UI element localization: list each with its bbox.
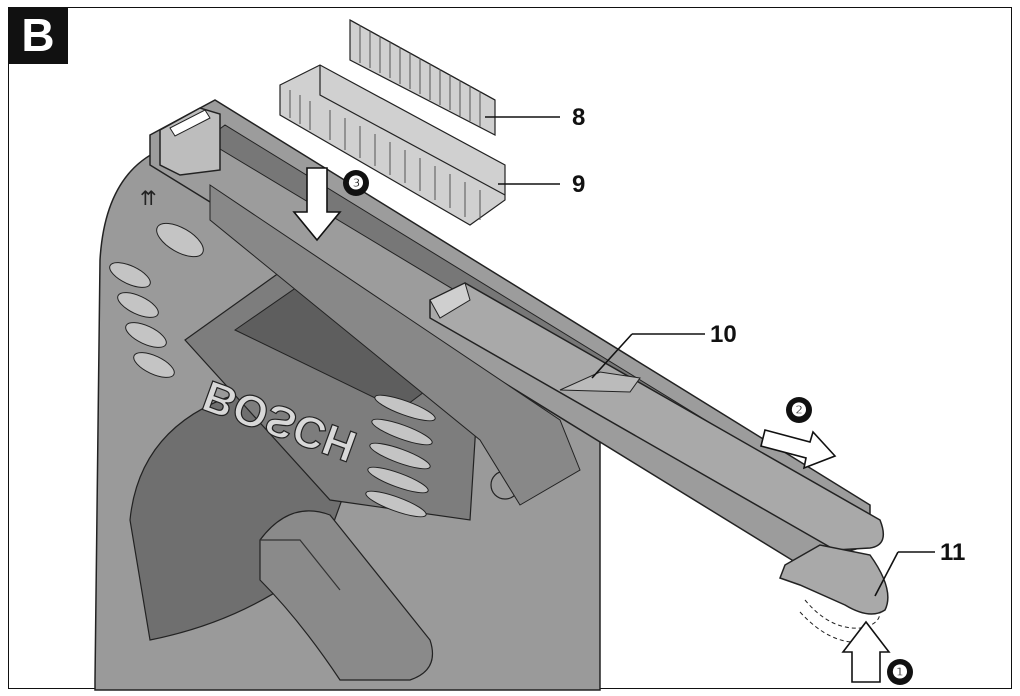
figure-letter-badge: B — [8, 7, 68, 64]
step-marker-2: ❷ — [786, 397, 812, 423]
insert-arrow-down — [292, 167, 342, 242]
step-marker-3: ❸ — [343, 170, 369, 196]
grip-ribs-left — [109, 222, 204, 378]
staple-strip-9 — [279, 64, 506, 226]
callout-8: 8 — [572, 104, 586, 131]
grip-ribs-right — [365, 394, 436, 518]
staple-strip-8 — [349, 18, 496, 136]
callout-9: 9 — [572, 171, 586, 198]
press-arrow-up — [841, 620, 891, 683]
step-marker-1: ❶ — [887, 659, 913, 685]
pusher-rail — [429, 282, 885, 551]
leader-lines — [485, 116, 935, 597]
callout-10: 10 — [710, 321, 737, 348]
direction-mark: ⇈ — [140, 186, 157, 210]
slide-arrow-right — [760, 429, 837, 470]
release-latch — [779, 544, 889, 643]
callout-11: 11 — [940, 539, 966, 566]
